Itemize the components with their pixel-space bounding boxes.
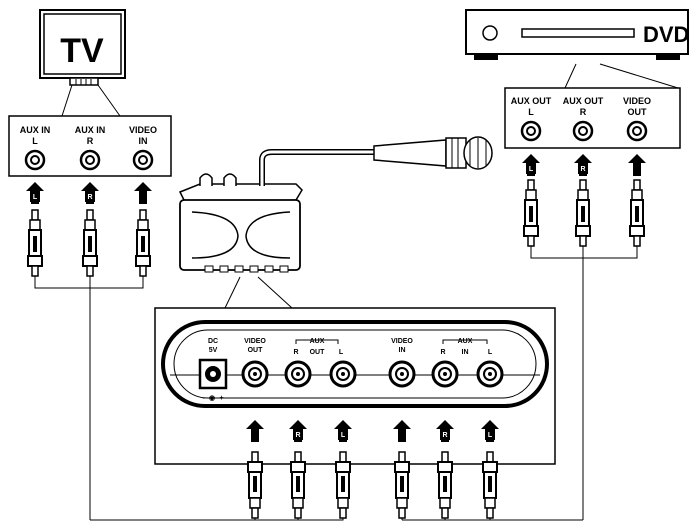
dvd-jack-3-label-top: VIDEO <box>623 96 651 106</box>
dvd-jack-2-label-bottom: R <box>580 107 587 117</box>
dvd-jack-1-label-bottom: L <box>528 107 534 117</box>
dc-polarity: - -◉- + <box>202 395 223 402</box>
arrow-up-icon <box>134 182 152 204</box>
aux-in-r-jack <box>431 360 459 388</box>
tv-arrows: L R <box>26 182 152 204</box>
tv-jack-2-label-top: AUX IN <box>75 125 106 135</box>
dvd-jack-panel: AUX OUT L AUX OUT R VIDEO OUT <box>504 87 681 149</box>
rca-plug-icon <box>394 451 410 519</box>
tv-jack-1 <box>24 149 46 171</box>
rca-plug-icon <box>290 451 306 519</box>
rca-plug-icon <box>482 451 498 519</box>
tv-jack-1-label-bottom: L <box>32 136 38 146</box>
microphone <box>373 136 493 170</box>
rca-plug-icon <box>82 209 98 277</box>
aux-in-label-mid: IN <box>462 349 469 356</box>
dvd-jack-3-label-bottom: OUT <box>628 107 648 117</box>
adapter-panel: DC 5V - -◉- + VIDEO OUT AUX R OUT L VIDE… <box>154 307 556 465</box>
rca-plug-icon <box>629 179 645 247</box>
dc-label-bottom: 5V <box>209 347 218 354</box>
arrow-up-icon <box>628 154 646 176</box>
panel-arrow-tag-6: L <box>488 432 493 439</box>
aux-out-l-jack <box>329 360 357 388</box>
video-out-label-bottom: OUT <box>248 347 264 354</box>
dvd-jack-1-label-top: AUX OUT <box>511 96 552 106</box>
aux-in-l-jack <box>476 360 504 388</box>
panel-arrow-tag-3: L <box>341 432 346 439</box>
dvd-jack-2 <box>572 120 594 142</box>
video-out-jack <box>241 360 269 388</box>
aux-in-label-l: L <box>488 349 493 356</box>
bottom-wiring <box>90 518 583 521</box>
tv-cable-bundle <box>34 276 144 520</box>
tv-jack-3-label-top: VIDEO <box>129 125 157 135</box>
aux-out-label-mid: OUT <box>310 349 326 356</box>
video-out-label-top: VIDEO <box>244 338 266 345</box>
microphone-cable <box>259 149 374 186</box>
panel-arrow-tag-5: R <box>442 432 447 439</box>
tv-arrow-tag-2: R <box>87 194 92 201</box>
tv-jack-3 <box>132 149 154 171</box>
tv-title: TV <box>60 32 104 70</box>
rca-plug-icon <box>27 209 43 277</box>
dvd-jack-2-label-top: AUX OUT <box>563 96 604 106</box>
dvd-arrow-tag-2: R <box>580 166 585 173</box>
dc-label-top: DC <box>208 338 218 345</box>
dvd-arrow-tag-1: L <box>529 166 534 173</box>
dvd-jack-1 <box>520 120 542 142</box>
dvd-plugs <box>523 179 645 247</box>
adapter-box <box>178 173 303 273</box>
video-in-jack <box>388 360 416 388</box>
rca-plug-icon <box>335 451 351 519</box>
dvd-jack-3 <box>626 120 648 142</box>
aux-out-label-r: R <box>293 349 298 356</box>
dvd-cable-bundle <box>530 246 638 520</box>
video-in-label-top: VIDEO <box>391 338 413 345</box>
aux-out-label-top: AUX <box>310 338 325 345</box>
rca-plug-icon <box>247 451 263 519</box>
tv-set: TV <box>39 9 126 86</box>
tv-plugs <box>27 209 151 277</box>
rca-plug-icon <box>437 451 453 519</box>
aux-out-r-jack <box>284 360 312 388</box>
dvd-title: DVD <box>643 22 689 47</box>
video-in-label-bottom: IN <box>399 347 406 354</box>
tv-jack-2-label-bottom: R <box>87 136 94 146</box>
dvd-arrows: L R <box>522 154 646 176</box>
tv-jack-2 <box>79 149 101 171</box>
dvd-player: DVD <box>465 9 689 60</box>
tv-jack-1-label-top: AUX IN <box>20 125 51 135</box>
aux-out-label-l: L <box>339 349 344 356</box>
tv-jack-panel: AUX IN L AUX IN R VIDEO IN <box>8 115 172 177</box>
rca-plug-icon <box>523 179 539 247</box>
aux-in-label-top: AUX <box>458 338 473 345</box>
panel-arrow-tag-2: R <box>295 432 300 439</box>
aux-in-label-r: R <box>440 349 445 356</box>
rca-plug-icon <box>135 209 151 277</box>
tv-arrow-tag-1: L <box>33 194 38 201</box>
rca-plug-icon <box>575 179 591 247</box>
tv-jack-3-label-bottom: IN <box>139 136 148 146</box>
